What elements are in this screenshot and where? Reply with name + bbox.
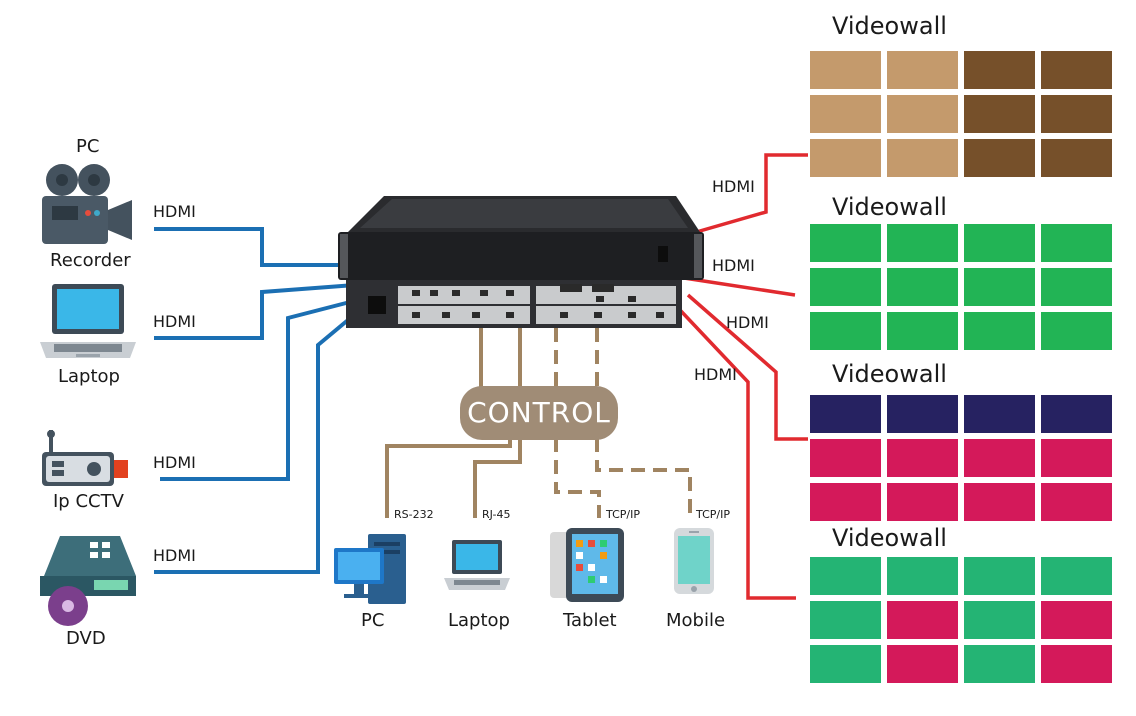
protocol-label-mobile: TCP/IP bbox=[696, 508, 730, 521]
videowall-tile bbox=[1041, 268, 1112, 306]
videowall-tile bbox=[964, 645, 1035, 683]
videowall-tile bbox=[810, 601, 881, 639]
control-label: CONTROL bbox=[460, 386, 618, 440]
input-label-laptop: HDMI bbox=[153, 312, 196, 331]
mobile-phone-icon bbox=[674, 528, 714, 594]
controller-pc-label: PC bbox=[361, 610, 385, 631]
videowall-tile bbox=[810, 268, 881, 306]
output-line-4 bbox=[678, 308, 796, 600]
videowall-tile bbox=[887, 645, 958, 683]
videowall-1-title: Videowall bbox=[832, 12, 947, 40]
input-lines bbox=[154, 227, 362, 574]
videowall-tile bbox=[887, 224, 958, 262]
output-label-2: HDMI bbox=[712, 256, 755, 275]
videowall-tile bbox=[810, 557, 881, 595]
video-camera-icon bbox=[42, 164, 132, 244]
videowall-tile bbox=[964, 95, 1035, 133]
videowall-tile bbox=[1041, 645, 1112, 683]
videowall-tile bbox=[1041, 483, 1112, 521]
videowall-tile bbox=[810, 51, 881, 89]
videowall-tile bbox=[1041, 139, 1112, 177]
laptop-icon bbox=[40, 284, 136, 358]
videowall-tile bbox=[887, 395, 958, 433]
videowall-tile bbox=[810, 395, 881, 433]
control-line-rj45 bbox=[473, 440, 522, 518]
laptop-icon bbox=[444, 540, 510, 590]
videowall-tile bbox=[964, 395, 1035, 433]
input-line-cctv bbox=[160, 300, 351, 481]
videowall-tile bbox=[810, 645, 881, 683]
output-label-3: HDMI bbox=[726, 313, 769, 332]
videowall-3-title: Videowall bbox=[832, 360, 947, 388]
videowall-tile bbox=[1041, 224, 1112, 262]
desktop-pc-icon bbox=[334, 534, 406, 604]
output-label-1: HDMI bbox=[712, 177, 755, 196]
input-line-pc bbox=[154, 227, 345, 267]
videowall-tile bbox=[964, 224, 1035, 262]
input-label-dvd: HDMI bbox=[153, 546, 196, 565]
videowall-tile bbox=[887, 312, 958, 350]
videowall-tile bbox=[887, 483, 958, 521]
controller-mobile-label: Mobile bbox=[666, 610, 726, 631]
videowall-tile bbox=[810, 439, 881, 477]
videowall-tile bbox=[887, 51, 958, 89]
videowall-tile bbox=[1041, 51, 1112, 89]
videowall-tile bbox=[887, 439, 958, 477]
videowall-tile bbox=[964, 557, 1035, 595]
videowall-tile bbox=[810, 95, 881, 133]
videowall-tile bbox=[887, 139, 958, 177]
protocol-label-pc: RS-232 bbox=[394, 508, 434, 521]
tablet-icon bbox=[550, 528, 624, 602]
output-line-2 bbox=[683, 276, 796, 297]
videowall-tile bbox=[1041, 601, 1112, 639]
protocol-label-tablet: TCP/IP bbox=[606, 508, 640, 521]
ip-camera-icon bbox=[42, 430, 128, 486]
input-label-cctv: HDMI bbox=[153, 453, 196, 472]
controller-tablet-label: Tablet bbox=[563, 610, 617, 631]
videowall-tile bbox=[964, 139, 1035, 177]
source-cctv-title: Ip CCTV bbox=[53, 491, 124, 512]
videowall-2-title: Videowall bbox=[832, 193, 947, 221]
input-label-pc: HDMI bbox=[153, 202, 196, 221]
videowall-tile bbox=[1041, 557, 1112, 595]
videowall-tile bbox=[964, 483, 1035, 521]
input-line-laptop bbox=[154, 283, 356, 340]
matrix-switcher bbox=[338, 196, 704, 328]
videowall-tile bbox=[887, 268, 958, 306]
videowall-tile bbox=[964, 51, 1035, 89]
output-line-3 bbox=[686, 293, 808, 441]
protocol-label-laptop: RJ-45 bbox=[482, 508, 511, 521]
control-line-tcp1 bbox=[554, 328, 601, 518]
videowall-tile bbox=[810, 139, 881, 177]
videowall-tile bbox=[1041, 312, 1112, 350]
output-line-1 bbox=[685, 153, 808, 237]
output-label-4: HDMI bbox=[694, 365, 737, 384]
source-laptop-title: Laptop bbox=[58, 366, 120, 387]
dvd-player-icon bbox=[40, 536, 136, 626]
videowall-tile bbox=[1041, 395, 1112, 433]
videowall-tile bbox=[887, 557, 958, 595]
control-line-rs232 bbox=[385, 440, 512, 518]
source-pc-subtitle: Recorder bbox=[50, 250, 131, 271]
input-line-dvd bbox=[154, 308, 362, 574]
controller-laptop-label: Laptop bbox=[448, 610, 510, 631]
videowall-tile bbox=[810, 312, 881, 350]
videowall-4-title: Videowall bbox=[832, 524, 947, 552]
output-lines bbox=[678, 153, 808, 600]
videowall-tile bbox=[887, 601, 958, 639]
videowall-tile bbox=[964, 312, 1035, 350]
videowall-tile bbox=[1041, 439, 1112, 477]
source-dvd-title: DVD bbox=[66, 628, 106, 649]
videowall-tile bbox=[887, 95, 958, 133]
videowall-tile bbox=[810, 483, 881, 521]
source-pc-title: PC bbox=[76, 136, 100, 157]
videowall-tile bbox=[964, 268, 1035, 306]
videowall-tile bbox=[964, 601, 1035, 639]
videowall-tile bbox=[1041, 95, 1112, 133]
videowall-tile bbox=[810, 224, 881, 262]
videowall-tile bbox=[964, 439, 1035, 477]
